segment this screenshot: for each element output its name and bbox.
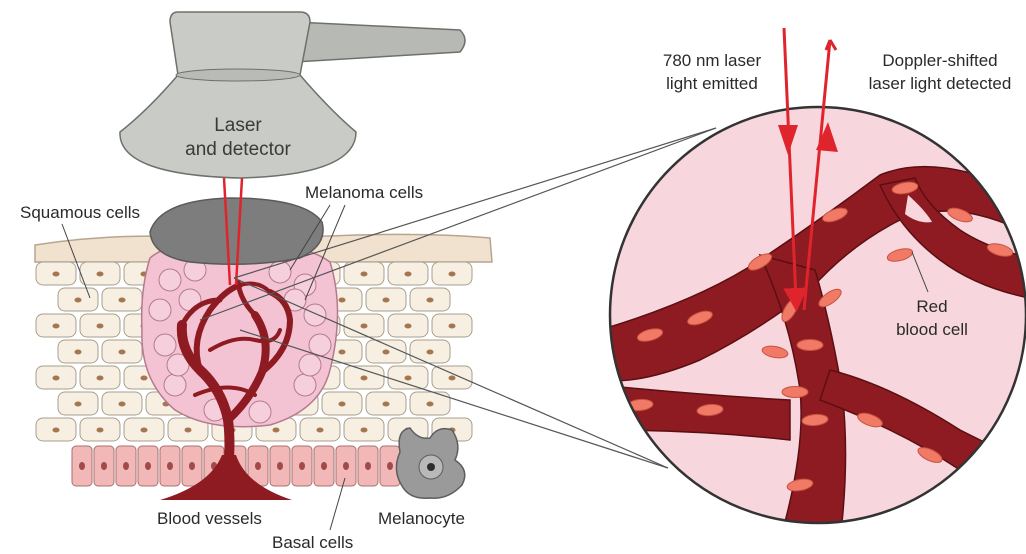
melanocyte-icon — [396, 428, 464, 498]
squamous-nucleus — [119, 402, 126, 407]
squamous-nucleus — [449, 324, 456, 329]
melanoma-cell — [149, 299, 171, 321]
squamous-nucleus — [75, 402, 82, 407]
label-squamous-cells: Squamous cells — [20, 203, 140, 222]
red-blood-cell-icon — [797, 340, 823, 351]
label-melanoma-cells: Melanoma cells — [305, 183, 423, 202]
basal-nucleus — [343, 462, 349, 470]
skin-section — [35, 198, 492, 500]
melanoma-cell — [299, 354, 321, 376]
label-rbc-line1: Red — [916, 297, 947, 316]
basal-nucleus — [79, 462, 85, 470]
red-blood-cell-icon — [782, 387, 808, 398]
basal-nucleus — [321, 462, 327, 470]
squamous-nucleus — [427, 298, 434, 303]
squamous-nucleus — [141, 428, 148, 433]
squamous-nucleus — [75, 298, 82, 303]
squamous-nucleus — [339, 402, 346, 407]
basal-nucleus — [299, 462, 305, 470]
squamous-nucleus — [97, 324, 104, 329]
label-melanocyte: Melanocyte — [378, 509, 465, 528]
melanoma-cell — [164, 374, 186, 396]
squamous-nucleus — [427, 350, 434, 355]
squamous-nucleus — [405, 324, 412, 329]
squamous-nucleus — [97, 272, 104, 277]
laser-probe-icon — [120, 12, 465, 178]
squamous-nucleus — [361, 376, 368, 381]
squamous-nucleus — [361, 272, 368, 277]
melanoma-cell — [159, 269, 181, 291]
squamous-nucleus — [97, 428, 104, 433]
squamous-nucleus — [185, 428, 192, 433]
melanoma-cell — [294, 374, 316, 396]
red-blood-cell-icon — [976, 471, 1004, 488]
label-basal-cells: Basal cells — [272, 533, 353, 552]
basal-nucleus — [277, 462, 283, 470]
squamous-nucleus — [75, 350, 82, 355]
basal-nucleus — [365, 462, 371, 470]
basal-nucleus — [123, 462, 129, 470]
label-rbc-line2: blood cell — [896, 320, 968, 339]
squamous-nucleus — [119, 350, 126, 355]
basal-nucleus — [167, 462, 173, 470]
squamous-nucleus — [53, 324, 60, 329]
probe-label-line1: Laser — [214, 115, 262, 136]
squamous-nucleus — [119, 298, 126, 303]
squamous-nucleus — [427, 402, 434, 407]
melanoma-cell — [304, 304, 326, 326]
squamous-nucleus — [405, 272, 412, 277]
probe-label-line2: and detector — [185, 139, 291, 160]
squamous-nucleus — [97, 376, 104, 381]
melanoma-cell — [154, 334, 176, 356]
squamous-nucleus — [383, 350, 390, 355]
basal-nucleus — [387, 462, 393, 470]
squamous-nucleus — [383, 402, 390, 407]
basal-nucleus — [255, 462, 261, 470]
squamous-nucleus — [53, 272, 60, 277]
label-detected-line2: laser light detected — [869, 74, 1012, 93]
squamous-nucleus — [273, 428, 280, 433]
label-blood-vessels: Blood vessels — [157, 509, 262, 528]
label-emitted-line2: light emitted — [666, 74, 758, 93]
basal-nucleus — [189, 462, 195, 470]
basal-nucleus — [145, 462, 151, 470]
squamous-nucleus — [53, 376, 60, 381]
squamous-nucleus — [449, 376, 456, 381]
squamous-nucleus — [383, 298, 390, 303]
squamous-nucleus — [339, 350, 346, 355]
squamous-nucleus — [405, 376, 412, 381]
squamous-nucleus — [361, 428, 368, 433]
label-detected-line1: Doppler-shifted — [882, 51, 997, 70]
squamous-nucleus — [339, 298, 346, 303]
basal-nucleus — [101, 462, 107, 470]
label-emitted-line1: 780 nm laser — [663, 51, 762, 70]
squamous-nucleus — [141, 376, 148, 381]
squamous-nucleus — [317, 428, 324, 433]
squamous-nucleus — [361, 324, 368, 329]
melanoma-cell — [249, 401, 271, 423]
squamous-nucleus — [53, 428, 60, 433]
squamous-nucleus — [449, 272, 456, 277]
